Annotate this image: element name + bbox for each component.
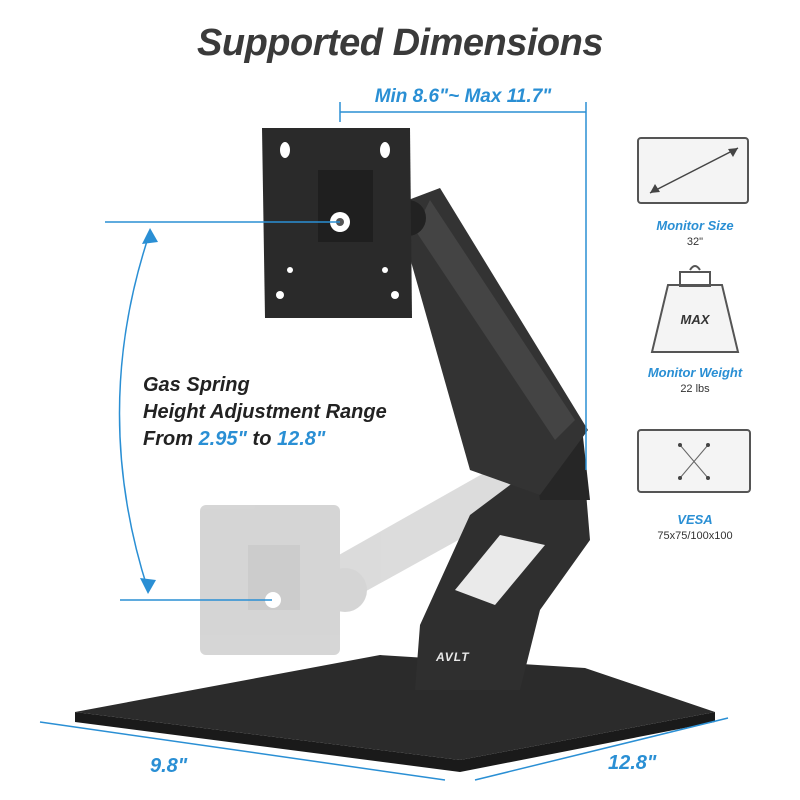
monitor-size-icon [637, 137, 749, 204]
vesa-value: 75x75/100x100 [657, 530, 733, 542]
vesa-label: VESA [677, 512, 713, 527]
to-label: to [252, 428, 272, 450]
from-value: 2.95" [198, 428, 247, 450]
monitor-weight-label: Monitor Weight [647, 365, 743, 380]
gas-spring-range: From 2.95" to 12.8" [143, 426, 387, 453]
to-value: 12.8" [277, 428, 326, 450]
base-depth-label: 12.8" [608, 752, 657, 774]
brand-logo: AVLT [436, 650, 470, 664]
vesa-icon [637, 429, 751, 493]
gas-spring-description: Gas Spring Height Adjustment Range From … [143, 372, 387, 453]
stand-base [75, 655, 715, 760]
gas-spring-line2: Height Adjustment Range [143, 401, 387, 423]
weight-icon-text: MAX [680, 312, 710, 327]
page-title: Supported Dimensions [197, 22, 603, 64]
from-label: From [143, 428, 193, 450]
monitor-size-label: Monitor Size [656, 218, 734, 233]
base-width-label: 9.8" [150, 755, 188, 777]
height-range-indicator [105, 221, 340, 601]
monitor-weight-value: 22 lbs [680, 383, 710, 395]
monitor-size-value: 32" [686, 236, 704, 248]
base-dimension-lines [39, 717, 729, 781]
weight-icon [650, 265, 740, 353]
gas-spring-line1: Gas Spring [143, 374, 250, 396]
arm-extension-label: Min 8.6"~ Max 11.7" [374, 86, 552, 107]
arm-extension-dimension-line [339, 102, 587, 470]
